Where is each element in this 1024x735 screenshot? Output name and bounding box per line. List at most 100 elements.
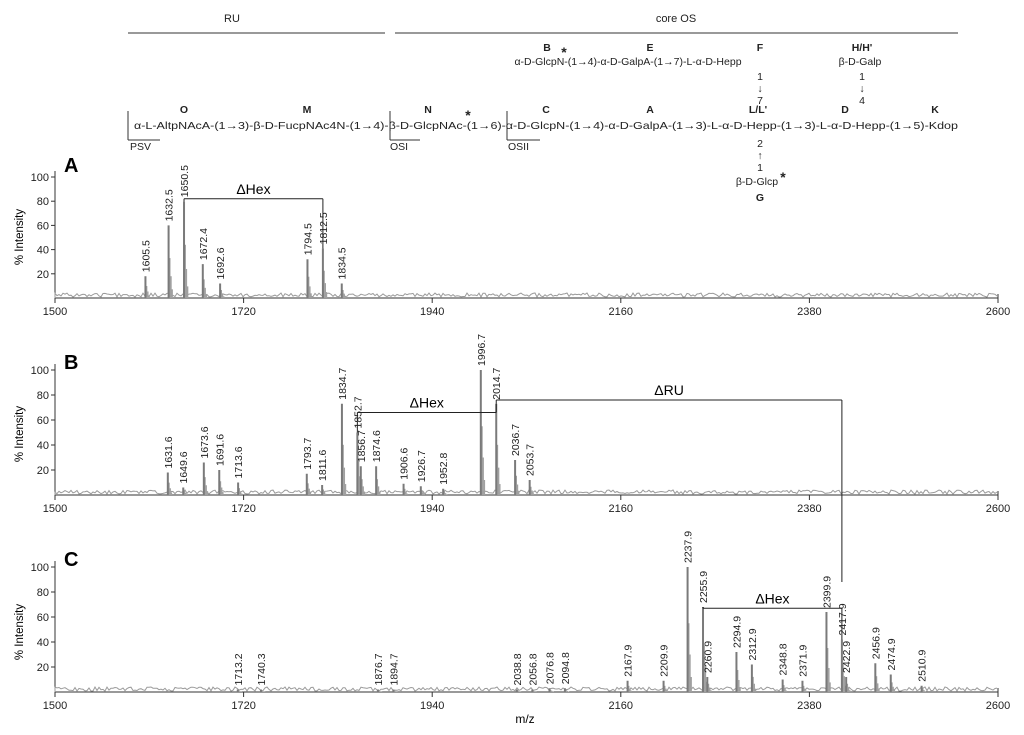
peak-label: 1692.6 xyxy=(215,247,227,279)
peak-label: 2094.8 xyxy=(560,652,572,684)
y-tick-label-c: 20 xyxy=(37,662,49,674)
y-tick-label-b: 20 xyxy=(37,465,49,477)
residue-letter-l: L/L' xyxy=(749,104,767,116)
y-tick-label-c: 40 xyxy=(37,637,49,649)
section-ru-label: RU xyxy=(224,13,240,25)
y-tick-label-b: 80 xyxy=(37,390,49,402)
link-h-3: 4 xyxy=(859,95,865,107)
peak-label: 2076.8 xyxy=(544,652,556,684)
panel-b-marks xyxy=(54,370,998,495)
residue-asterisk-b: * xyxy=(561,44,567,60)
peak-label: 1834.7 xyxy=(337,367,349,399)
y-tick-label-a: 20 xyxy=(37,269,49,281)
peak-label: 2399.9 xyxy=(821,576,833,608)
y-tick-label-a: 40 xyxy=(37,245,49,257)
x-tick-label-b: 2380 xyxy=(797,503,821,515)
main-chain: α-L-AltpNAcA-(1→3)-β-D-FucpNAc4N-(1→4)-β… xyxy=(134,120,958,132)
peak-label: 1632.5 xyxy=(164,189,176,221)
noise-trace-a xyxy=(54,292,998,299)
residue-letter-n: N xyxy=(424,104,432,116)
y-axis-label-b: % Intensity xyxy=(14,406,26,462)
panel-c-marks xyxy=(54,567,998,692)
peak-label: 1631.6 xyxy=(163,436,175,468)
panel-a-annotations: ΔHex xyxy=(183,181,324,249)
y-axis-label-a: % Intensity xyxy=(14,209,26,265)
delta-hex-label-b: ΔHex xyxy=(410,395,444,411)
x-tick-label-c: 2380 xyxy=(797,700,821,712)
peak-label: 1713.6 xyxy=(233,446,245,478)
x-tick-label-c: 1500 xyxy=(43,700,67,712)
residue-letter-d: D xyxy=(841,104,849,116)
panel-b-letter: B xyxy=(64,352,78,374)
residue-letter-h: H/H' xyxy=(852,42,873,54)
peak-label: 1811.6 xyxy=(317,450,329,481)
peak-label: 2456.9 xyxy=(870,627,882,659)
peak-label: 2053.7 xyxy=(525,444,537,476)
x-tick-label-c: 1940 xyxy=(420,700,444,712)
panel-c-letter: C xyxy=(64,549,78,571)
x-tick-label-b: 1500 xyxy=(43,503,67,515)
peak-label: 1794.5 xyxy=(302,223,314,255)
panel-c-annotations: ΔHex xyxy=(702,590,843,640)
link-g-1: 2 xyxy=(757,138,763,150)
peak-label: 2371.9 xyxy=(797,644,809,676)
x-tick-label-b: 2160 xyxy=(609,503,633,515)
structure-scheme: RU core OS B * E F H/H' α-D-GlcpN-(1→4)-… xyxy=(127,13,958,204)
peak-label: 2260.9 xyxy=(702,641,714,673)
peak-label: 1605.5 xyxy=(140,240,152,272)
y-tick-label-a: 60 xyxy=(37,220,49,232)
x-tick-label-a: 1500 xyxy=(43,306,67,318)
x-tick-label-b: 2600 xyxy=(986,503,1010,515)
peak-label: 1650.5 xyxy=(179,165,191,197)
peak-label: 2237.9 xyxy=(683,531,695,563)
peak-label: 1906.6 xyxy=(399,447,411,479)
link-f-1: 1 xyxy=(757,71,763,83)
x-tick-label-a: 2160 xyxy=(609,306,633,318)
noise-trace-b xyxy=(54,489,998,495)
x-tick-label-a: 2600 xyxy=(986,306,1010,318)
link-h-1: 1 xyxy=(859,71,865,83)
delta-hex-label-c: ΔHex xyxy=(755,590,789,606)
label-psv: PSV xyxy=(130,141,151,153)
y-tick-label-c: 60 xyxy=(37,612,49,624)
residue-letter-b: B xyxy=(543,42,551,54)
y-tick-label-c: 80 xyxy=(37,587,49,599)
peak-label: 2167.9 xyxy=(623,644,635,676)
residue-letter-a: A xyxy=(646,104,654,116)
branch-right-chain: β-D-Galp xyxy=(839,56,882,68)
residue-letter-e: E xyxy=(646,42,653,54)
residue-letter-m: M xyxy=(303,104,312,116)
delta-hex-label-a: ΔHex xyxy=(236,181,270,197)
x-tick-label-c: 2600 xyxy=(986,700,1010,712)
peak-label: 1672.4 xyxy=(198,228,210,260)
section-core-label: core OS xyxy=(656,13,696,25)
peak-label: 2510.9 xyxy=(917,649,929,681)
peak-label: 2255.9 xyxy=(698,571,710,603)
branch-top-chain: α-D-GlcpN-(1→4)-α-D-GalpA-(1→7)-L-α-D-He… xyxy=(514,56,741,68)
peak-label: 1926.7 xyxy=(416,450,428,482)
peak-label: 2422.9 xyxy=(841,641,853,673)
peak-label: 1740.3 xyxy=(256,653,268,685)
y-axis-label-c: % Intensity xyxy=(14,604,26,660)
residue-letter-c: C xyxy=(542,104,550,116)
peak-label: 1952.8 xyxy=(438,452,450,484)
peak-label: 2417.9 xyxy=(837,603,849,635)
peak-label: 1856.7 xyxy=(356,430,368,462)
y-tick-label-b: 100 xyxy=(31,365,49,377)
residue-asterisk-n: * xyxy=(465,107,471,123)
noise-trace-c xyxy=(54,685,998,692)
peak-label: 1996.7 xyxy=(476,334,488,366)
branch-bottom-chain: β-D-Glcp xyxy=(736,176,778,188)
x-tick-label-a: 1720 xyxy=(231,306,255,318)
peak-label: 1793.7 xyxy=(302,437,314,469)
residue-letter-g: G xyxy=(756,192,764,204)
peak-label: 1673.6 xyxy=(199,426,211,458)
peak-label: 1894.7 xyxy=(388,653,400,685)
